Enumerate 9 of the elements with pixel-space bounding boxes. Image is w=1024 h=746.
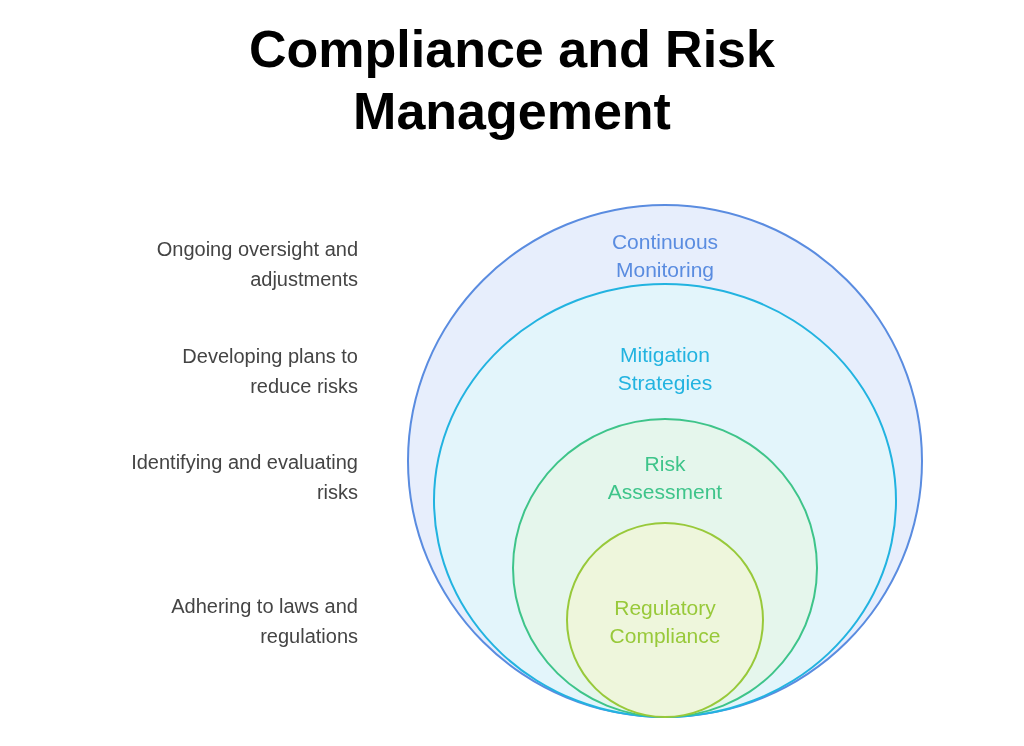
circle-label: Continuous Monitoring: [610, 229, 720, 283]
description-text: Developing plans to reduce risks: [181, 344, 358, 399]
description-text: Adhering to laws and regulations: [170, 594, 358, 649]
circle-label: Mitigation Strategies: [616, 342, 714, 396]
description-text: Ongoing oversight and adjustments: [155, 237, 358, 292]
description-text: Identifying and evaluating risks: [130, 450, 358, 505]
circle-label: Regulatory Compliance: [608, 595, 722, 649]
title: Compliance and Risk Management: [248, 19, 776, 142]
circle-label: Risk Assessment: [606, 451, 724, 505]
